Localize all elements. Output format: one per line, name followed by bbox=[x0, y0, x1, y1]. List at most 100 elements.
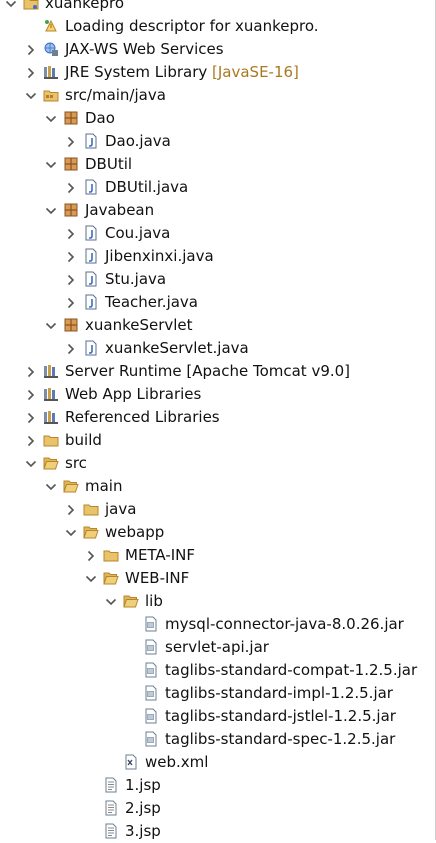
tree-item-label: servlet-api.jar bbox=[165, 636, 269, 659]
tree-item[interactable]: Server Runtime [Apache Tomcat v9.0] bbox=[0, 360, 435, 383]
jar-icon bbox=[143, 616, 159, 632]
tree-item[interactable]: src bbox=[0, 452, 435, 475]
jar-icon bbox=[143, 708, 159, 724]
folder-icon bbox=[43, 432, 59, 448]
xml-file-icon bbox=[123, 754, 139, 770]
tree-item[interactable]: Referenced Libraries bbox=[0, 406, 435, 429]
tree-item[interactable]: webapp bbox=[0, 521, 435, 544]
tree-item[interactable]: WEB-INF bbox=[0, 567, 435, 590]
jsp-file-icon bbox=[103, 800, 119, 816]
tree-item[interactable]: 3.jsp bbox=[0, 820, 435, 843]
tree-item-label: Javabean bbox=[85, 199, 154, 222]
chevron-right-icon[interactable] bbox=[64, 130, 78, 153]
tree-item[interactable]: lib bbox=[0, 590, 435, 613]
chevron-right-icon[interactable] bbox=[64, 222, 78, 245]
tree-item[interactable]: Cou.java bbox=[0, 222, 435, 245]
tree-item-text: DBUtil bbox=[85, 155, 133, 173]
tree-item-label: 3.jsp bbox=[125, 820, 161, 843]
tree-item[interactable]: DBUtil.java bbox=[0, 176, 435, 199]
tree-item[interactable]: taglibs-standard-spec-1.2.5.jar bbox=[0, 728, 435, 751]
chevron-right-icon[interactable] bbox=[24, 360, 38, 383]
tree-item[interactable]: java bbox=[0, 498, 435, 521]
chevron-down-icon[interactable] bbox=[44, 314, 58, 337]
chevron-right-icon[interactable] bbox=[64, 176, 78, 199]
tree-item[interactable]: Jibenxinxi.java bbox=[0, 245, 435, 268]
chevron-right-icon[interactable] bbox=[24, 61, 38, 84]
tree-item[interactable]: 1.jsp bbox=[0, 774, 435, 797]
tree-item[interactable]: xuankeServlet bbox=[0, 314, 435, 337]
chevron-right-icon[interactable] bbox=[84, 544, 98, 567]
tree-item[interactable]: taglibs-standard-jstlel-1.2.5.jar bbox=[0, 705, 435, 728]
tree-item[interactable]: mysql-connector-java-8.0.26.jar bbox=[0, 613, 435, 636]
chevron-right-icon[interactable] bbox=[64, 291, 78, 314]
chevron-right-icon[interactable] bbox=[24, 406, 38, 429]
tree-item-label: mysql-connector-java-8.0.26.jar bbox=[165, 613, 404, 636]
tree-item-text: META-INF bbox=[125, 546, 196, 564]
tree-item-label: webapp bbox=[105, 521, 164, 544]
chevron-right-icon[interactable] bbox=[24, 429, 38, 452]
tree-item[interactable]: Teacher.java bbox=[0, 291, 435, 314]
folder-open-icon bbox=[83, 524, 99, 540]
tree-item[interactable]: META-INF bbox=[0, 544, 435, 567]
tree-item-label: taglibs-standard-spec-1.2.5.jar bbox=[165, 728, 395, 751]
tree-item[interactable]: Dao bbox=[0, 107, 435, 130]
chevron-right-icon[interactable] bbox=[64, 498, 78, 521]
chevron-down-icon[interactable] bbox=[104, 590, 118, 613]
tree-item-label: src bbox=[65, 452, 87, 475]
tree-item[interactable]: build bbox=[0, 429, 435, 452]
tree-item-label: Referenced Libraries bbox=[65, 406, 220, 429]
tree-item-text: Cou.java bbox=[105, 224, 171, 242]
tree-item[interactable]: src/main/java bbox=[0, 84, 435, 107]
project-folder-icon bbox=[23, 0, 39, 11]
tree-item[interactable]: Javabean bbox=[0, 199, 435, 222]
tree-item[interactable]: taglibs-standard-impl-1.2.5.jar bbox=[0, 682, 435, 705]
tree-item[interactable]: Web App Libraries bbox=[0, 383, 435, 406]
chevron-down-icon[interactable] bbox=[24, 84, 38, 107]
tree-item[interactable]: Dao.java bbox=[0, 130, 435, 153]
chevron-right-icon[interactable] bbox=[24, 383, 38, 406]
tree-item[interactable]: DBUtil bbox=[0, 153, 435, 176]
chevron-right-icon[interactable] bbox=[64, 245, 78, 268]
tree-item-text: src bbox=[65, 454, 87, 472]
tree-item-text: 3.jsp bbox=[125, 822, 161, 840]
tree-item[interactable]: web.xml bbox=[0, 751, 435, 774]
chevron-down-icon[interactable] bbox=[44, 199, 58, 222]
java-file-icon bbox=[83, 133, 99, 149]
tree-item[interactable]: xuankepro bbox=[0, 0, 435, 15]
folder-icon bbox=[103, 547, 119, 563]
chevron-down-icon[interactable] bbox=[44, 475, 58, 498]
tree-item[interactable]: servlet-api.jar bbox=[0, 636, 435, 659]
tree-item[interactable]: 2.jsp bbox=[0, 797, 435, 820]
java-file-icon bbox=[83, 179, 99, 195]
chevron-right-icon[interactable] bbox=[64, 268, 78, 291]
tree-item-label: Dao.java bbox=[105, 130, 171, 153]
chevron-down-icon[interactable] bbox=[64, 521, 78, 544]
tree-item-text: taglibs-standard-compat-1.2.5.jar bbox=[165, 661, 418, 679]
chevron-down-icon[interactable] bbox=[24, 452, 38, 475]
chevron-down-icon[interactable] bbox=[4, 0, 18, 15]
tree-item[interactable]: Loading descriptor for xuankepro. bbox=[0, 15, 435, 38]
tree-item-label: main bbox=[85, 475, 122, 498]
tree-item[interactable]: JRE System Library [JavaSE-16] bbox=[0, 61, 435, 84]
jar-icon bbox=[143, 639, 159, 655]
chevron-down-icon[interactable] bbox=[84, 567, 98, 590]
chevron-down-icon[interactable] bbox=[44, 153, 58, 176]
java-file-icon bbox=[83, 294, 99, 310]
tree-item-text: lib bbox=[145, 592, 163, 610]
tree-item-text: JRE System Library bbox=[65, 63, 208, 81]
library-icon bbox=[43, 363, 59, 379]
chevron-right-icon[interactable] bbox=[24, 38, 38, 61]
tree-item[interactable]: main bbox=[0, 475, 435, 498]
tree-item-text: xuankeServlet.java bbox=[105, 339, 249, 357]
tree-item[interactable]: xuankeServlet.java bbox=[0, 337, 435, 360]
tree-item-text: build bbox=[65, 431, 102, 449]
tree-item[interactable]: JAX-WS Web Services bbox=[0, 38, 435, 61]
tree-item-label: taglibs-standard-compat-1.2.5.jar bbox=[165, 659, 417, 682]
package-icon bbox=[63, 202, 79, 218]
tree-item[interactable]: taglibs-standard-compat-1.2.5.jar bbox=[0, 659, 435, 682]
chevron-right-icon[interactable] bbox=[64, 337, 78, 360]
tree-item-text: Teacher.java bbox=[105, 293, 199, 311]
package-icon bbox=[63, 317, 79, 333]
chevron-down-icon[interactable] bbox=[44, 107, 58, 130]
tree-item[interactable]: Stu.java bbox=[0, 268, 435, 291]
